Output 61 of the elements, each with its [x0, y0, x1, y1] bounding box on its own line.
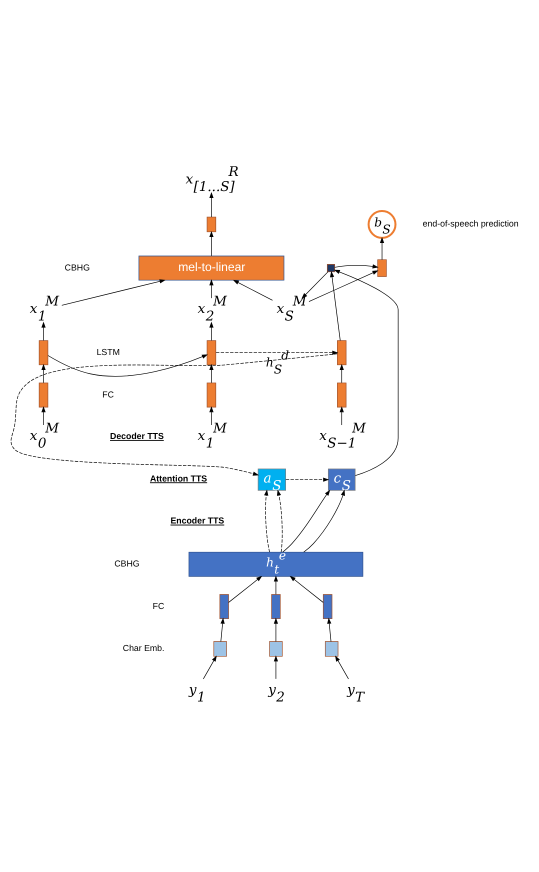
- label: FC: [152, 600, 164, 611]
- node-box: [337, 382, 346, 408]
- arrow: [303, 490, 345, 552]
- arrow: [209, 406, 214, 426]
- label: Char Emb.: [122, 643, 164, 654]
- arrow: [220, 618, 225, 642]
- arrow: [380, 236, 384, 260]
- arrow: [334, 264, 379, 268]
- arrow: [41, 406, 46, 426]
- arrow: [61, 279, 166, 306]
- arrow: [301, 271, 328, 299]
- arrow: [274, 618, 278, 642]
- arrow: [232, 280, 273, 301]
- arrow: [264, 490, 270, 552]
- arrow: [334, 270, 398, 476]
- arrow: [203, 655, 217, 680]
- arrow: [41, 364, 46, 384]
- arrow: [274, 655, 278, 680]
- label: CBHG: [114, 558, 140, 569]
- arrow: [48, 354, 208, 377]
- arrow: [209, 279, 214, 298]
- node-box: [324, 641, 338, 657]
- node-box: [213, 641, 227, 657]
- arrow: [209, 231, 214, 256]
- arrow: [274, 575, 278, 595]
- arrow: [216, 350, 338, 355]
- node-box: [38, 382, 48, 408]
- node-box: [322, 594, 332, 620]
- node-box: [206, 216, 216, 232]
- arrow: [308, 270, 378, 302]
- node-box: [271, 594, 281, 620]
- arrow: [209, 192, 214, 218]
- arrow: [209, 364, 214, 384]
- label: Decoder TTS: [110, 430, 164, 441]
- node-box: [220, 594, 229, 620]
- node-box: [206, 340, 216, 366]
- arrow: [327, 618, 332, 642]
- arrow: [340, 406, 344, 426]
- node-box: mel-to-linear: [138, 256, 284, 281]
- arrow: [276, 490, 283, 552]
- node-box: [269, 641, 283, 657]
- node-box: [206, 382, 216, 408]
- node-box: [377, 259, 387, 277]
- arrow: [282, 490, 330, 552]
- node-box: [38, 340, 48, 366]
- arrow: [335, 655, 349, 680]
- arrow: [285, 478, 330, 482]
- node-box: [326, 264, 336, 272]
- label: FC: [102, 389, 114, 400]
- arrow: [340, 364, 344, 384]
- arrow: [290, 576, 324, 603]
- label: CBHG: [64, 262, 90, 272]
- arrow: [228, 576, 262, 603]
- arrow: [330, 271, 341, 341]
- arrow: [41, 322, 46, 341]
- arrow: [209, 322, 214, 341]
- label: Encoder TTS: [170, 516, 224, 526]
- label: LSTM: [96, 347, 120, 357]
- node-box: [337, 340, 346, 366]
- node-label: end-of-speech prediction: [422, 218, 519, 229]
- label: Attention TTS: [150, 473, 208, 484]
